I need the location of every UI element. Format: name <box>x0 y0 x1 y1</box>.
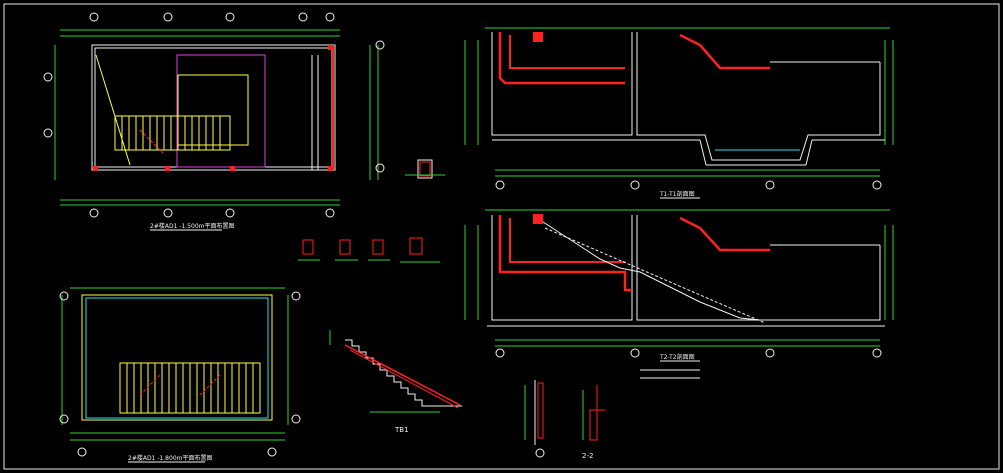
stair-steps-upper <box>114 115 231 151</box>
axis-markers-t1 <box>495 180 882 190</box>
section-details: 2-2 <box>524 380 605 460</box>
section-t2: T2-T2剖面图 <box>464 209 894 379</box>
plan-lower: 2#楼AD1 -1.800m平面布置图 <box>59 287 301 463</box>
stair-title: TB1 <box>394 426 409 434</box>
plan-upper-title: 2#楼AD1 -1.500m平面布置图 <box>150 222 234 230</box>
detail-22-title: 2-2 <box>582 452 593 460</box>
plan-lower-title: 2#楼AD1 -1.800m平面布置图 <box>128 454 212 462</box>
plan-upper: 2#楼AD1 -1.500m平面布置图 <box>43 12 385 231</box>
section-t2-title: T2-T2剖面图 <box>659 353 695 361</box>
axis-markers-top <box>43 12 385 218</box>
section-t1: T1-T1剖面图 <box>464 27 894 199</box>
drawing-border <box>3 3 1000 470</box>
stair-steps-lower <box>119 362 261 414</box>
section-t1-title: T1-T1剖面图 <box>659 190 695 198</box>
axis-markers-t2 <box>495 348 882 358</box>
stair-tb1: TB1 <box>329 330 462 434</box>
column-details <box>298 159 445 263</box>
